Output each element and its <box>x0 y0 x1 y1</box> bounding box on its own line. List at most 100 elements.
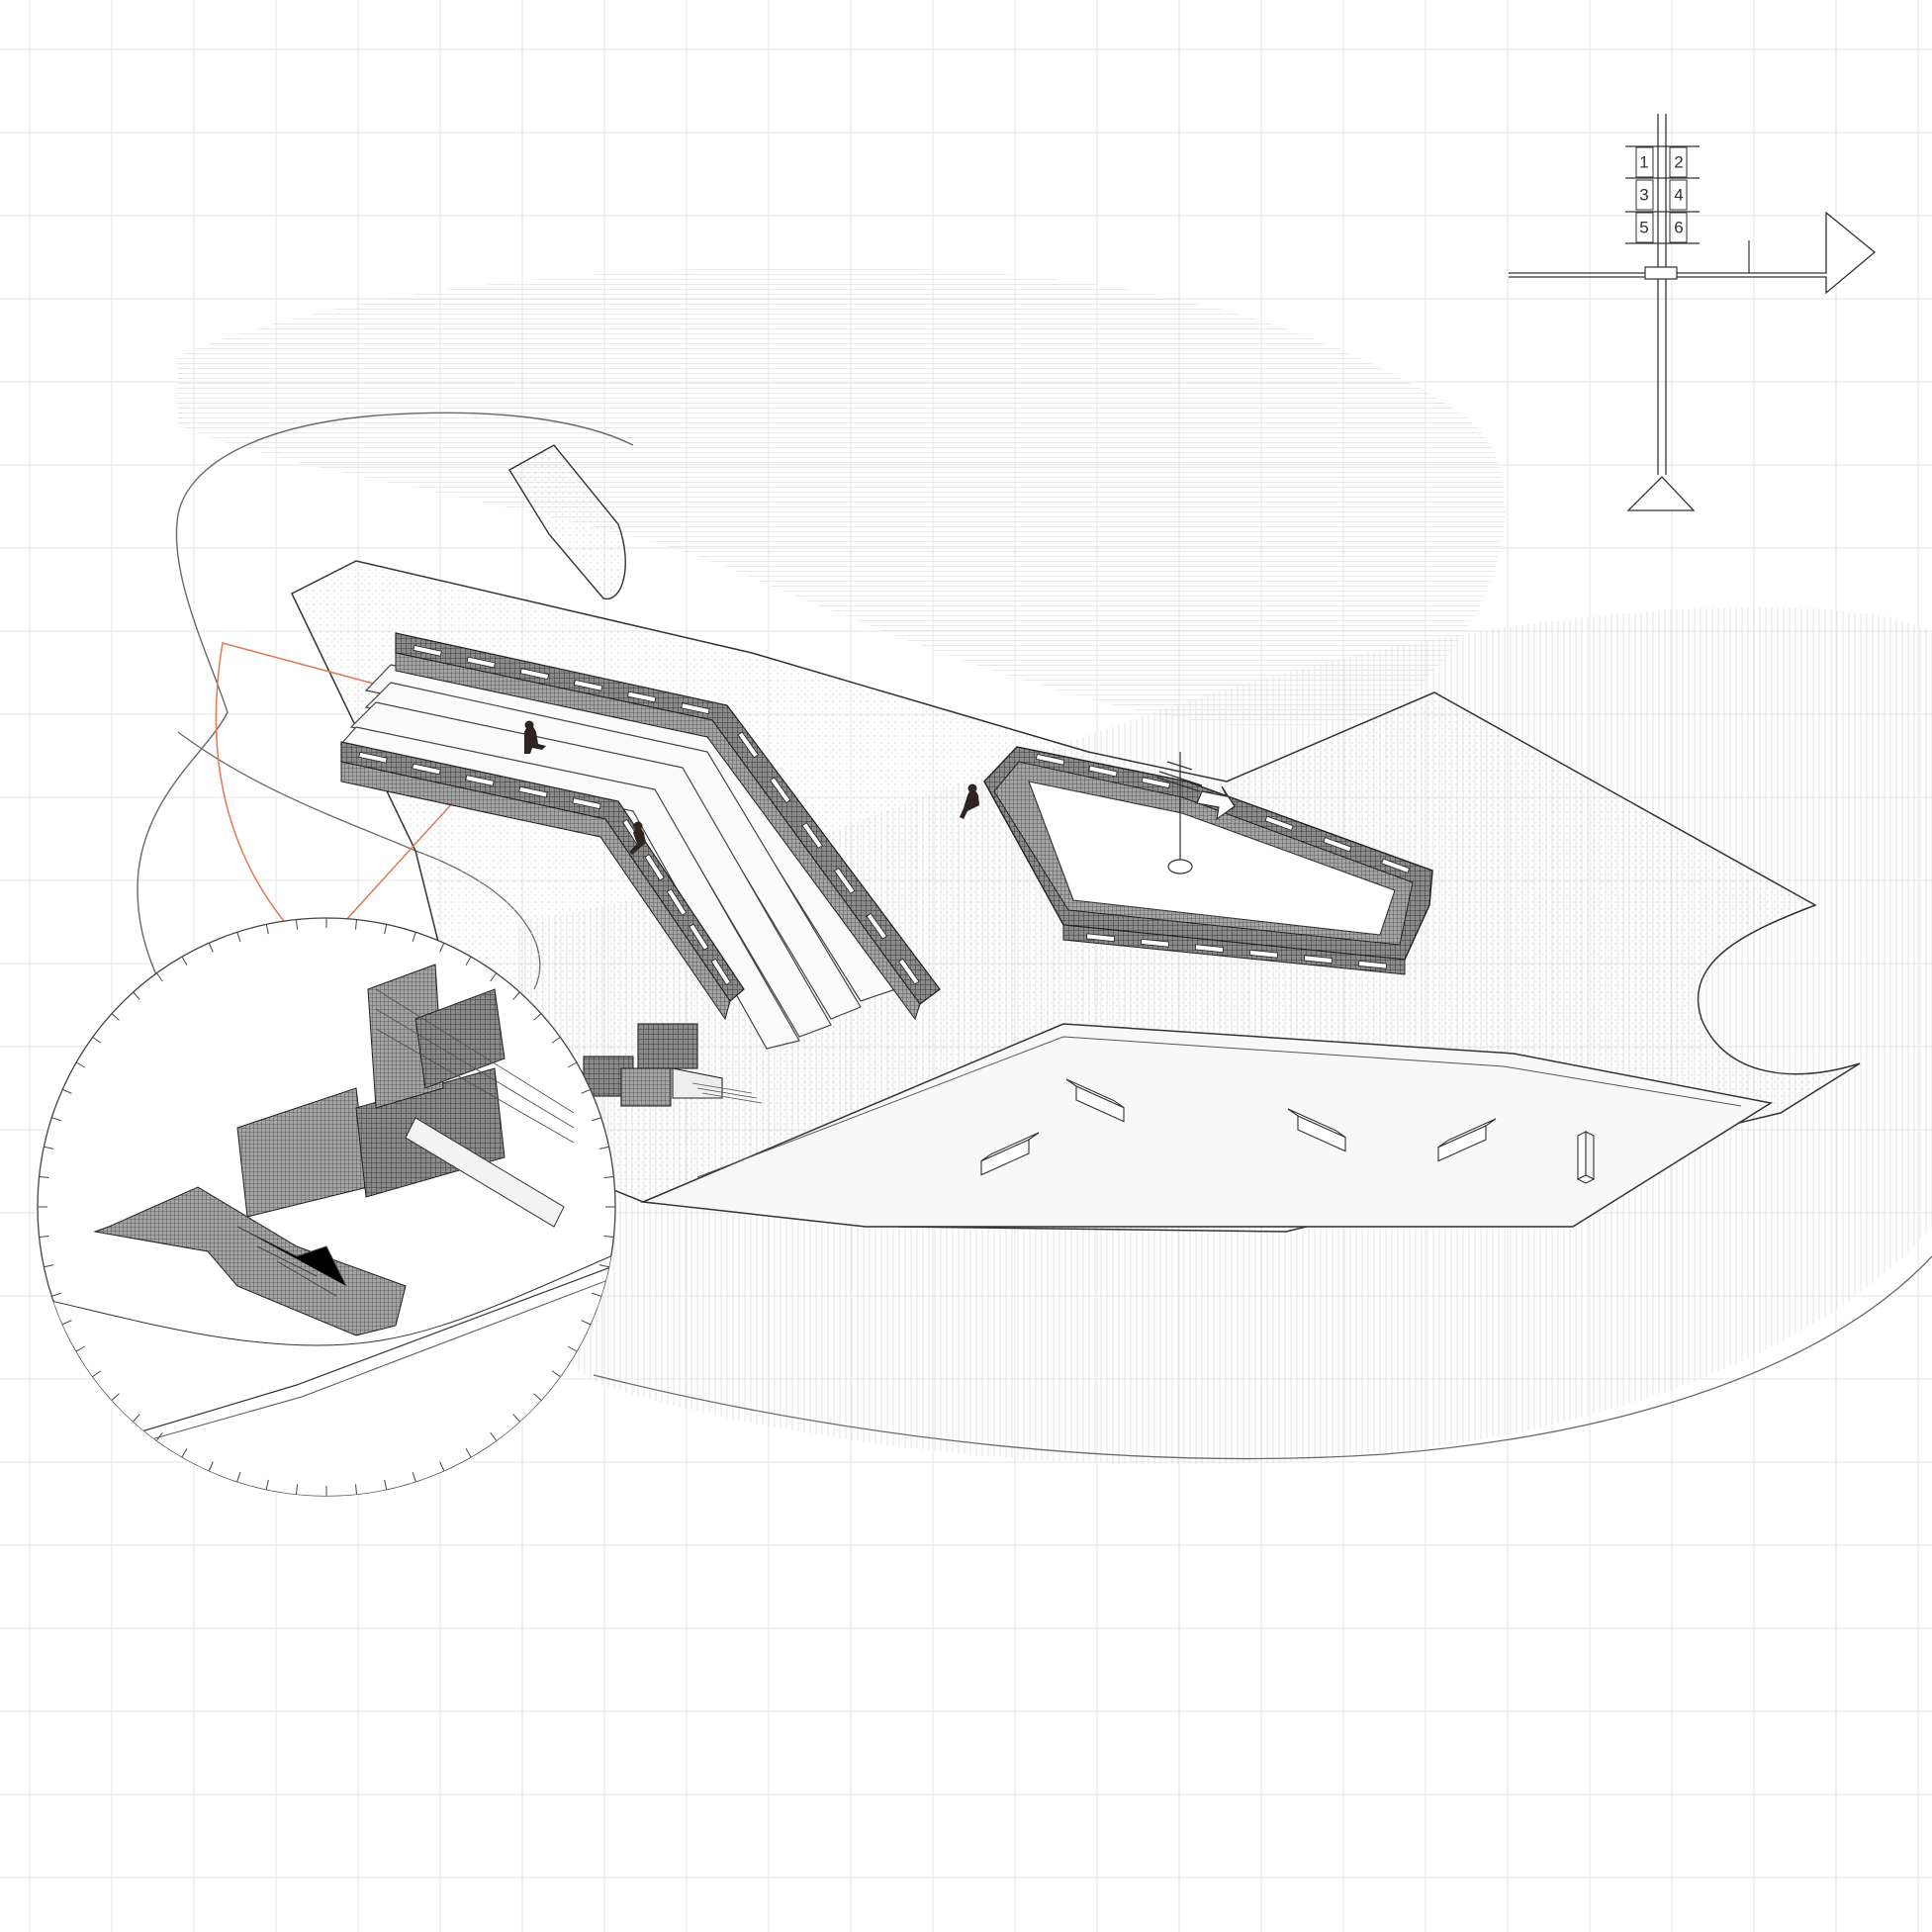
wall-slot <box>413 644 442 657</box>
wall-slot <box>466 656 496 669</box>
pentagon-enclosure <box>983 746 1433 975</box>
lens-tick-marks <box>38 918 615 1496</box>
lens-tick <box>592 1292 601 1297</box>
plaza-inner-edge <box>696 1036 1742 1178</box>
wall-slot <box>573 679 603 691</box>
person-seated-icon <box>960 783 979 819</box>
upper-sliver-platform <box>508 444 626 599</box>
lens-tick <box>354 919 358 930</box>
lens-tick <box>181 956 188 966</box>
wall-slot <box>1303 955 1334 965</box>
wall-slot <box>834 867 856 894</box>
wall-slot <box>1323 837 1352 853</box>
lens-tick <box>92 1036 102 1044</box>
lens-tick <box>111 1393 120 1401</box>
lens-tick <box>39 1235 49 1239</box>
lens-tick <box>92 1370 102 1378</box>
sign-panel-1: 1 <box>1639 153 1648 172</box>
lens-tick <box>62 1320 72 1326</box>
person-seated-icon <box>524 720 546 754</box>
lens-tick <box>581 1320 591 1326</box>
lens-tick <box>133 991 140 1000</box>
lens-tick <box>208 943 214 953</box>
gabion-wall-outer <box>395 632 941 1021</box>
person-seated-icon <box>629 821 646 855</box>
lens-tick <box>439 1461 445 1471</box>
sign-panel-6: 6 <box>1674 219 1683 237</box>
lens-tick <box>551 1370 561 1378</box>
lens-tick <box>465 1447 472 1458</box>
wall-slot <box>572 797 601 810</box>
lens-tick <box>603 1235 614 1239</box>
lens-tick <box>384 1479 388 1490</box>
lens-tick <box>44 1146 54 1150</box>
lens-tick <box>567 1345 578 1352</box>
wall-slot <box>412 763 441 776</box>
lens-tick <box>581 1088 591 1094</box>
site-boundary-curve-right <box>593 1255 1932 1460</box>
lens-tick <box>295 1484 299 1495</box>
flag-pole-icon <box>1156 752 1236 874</box>
wall-slot <box>1248 949 1279 959</box>
wall-slot <box>1194 944 1225 954</box>
wall-slot <box>666 888 688 916</box>
wall-slot <box>1381 858 1411 874</box>
bench-block-icon <box>1287 1108 1346 1152</box>
lens-tick <box>155 972 163 982</box>
wall-slot <box>898 958 920 985</box>
lens-tick <box>75 1345 86 1352</box>
lens-tick <box>384 924 388 935</box>
wall-slot <box>465 775 495 786</box>
lens-tick <box>551 1036 561 1044</box>
wall-slot <box>1264 815 1294 831</box>
lens-tick <box>533 1013 542 1021</box>
lens-tick <box>44 1264 54 1268</box>
magnifier-circle-icon <box>37 917 616 1497</box>
lens-tick <box>465 956 472 966</box>
wall-slot <box>689 923 709 951</box>
bench-block-icon <box>1065 1078 1125 1123</box>
bench-block-icon <box>1576 1131 1596 1184</box>
lower-plaza <box>640 1023 1774 1228</box>
lens-tick <box>567 1061 578 1068</box>
lens-tick <box>592 1117 601 1122</box>
wall-slot <box>1088 765 1118 778</box>
sign-panel-3: 3 <box>1639 186 1648 205</box>
lens-tick <box>236 932 241 942</box>
lens-tick <box>603 1175 614 1179</box>
lens-tick <box>39 1175 49 1179</box>
detail-view-content <box>38 964 615 1496</box>
wall-slot <box>358 751 388 764</box>
lens-tick <box>512 1414 520 1423</box>
wall-slot <box>644 854 665 881</box>
lens-tick <box>51 1117 61 1122</box>
wall-slot <box>710 958 731 986</box>
sign-panel-4: 4 <box>1674 186 1683 205</box>
lens-tick <box>490 1431 498 1441</box>
lens-tick <box>412 932 416 942</box>
lens-tick <box>265 924 269 935</box>
wall-slot <box>681 702 710 715</box>
lens-tick <box>155 1431 163 1441</box>
lens-tick <box>354 1484 358 1495</box>
lens-tick <box>111 1013 120 1021</box>
sign-panel-5: 5 <box>1639 219 1648 237</box>
pentagon-inner-court <box>1028 781 1396 936</box>
lens-tick <box>439 943 445 953</box>
lens-tick <box>51 1292 61 1297</box>
lens-tick <box>598 1146 609 1150</box>
wall-slot <box>737 731 759 759</box>
sign-panel-2: 2 <box>1674 153 1683 172</box>
lens-tick <box>512 991 520 1000</box>
signpost-icon: 1 2 3 4 5 6 <box>1509 114 1877 511</box>
arrow-right-icon <box>1751 211 1877 295</box>
wall-slot <box>1085 933 1116 943</box>
lens-tick <box>133 1414 140 1423</box>
wall-slot <box>1357 960 1388 969</box>
bench-block-icon <box>980 1132 1040 1176</box>
wall-slot <box>1140 938 1170 948</box>
lens-tick <box>295 919 299 930</box>
bench-group <box>980 1078 1596 1184</box>
lens-tick <box>75 1061 86 1068</box>
